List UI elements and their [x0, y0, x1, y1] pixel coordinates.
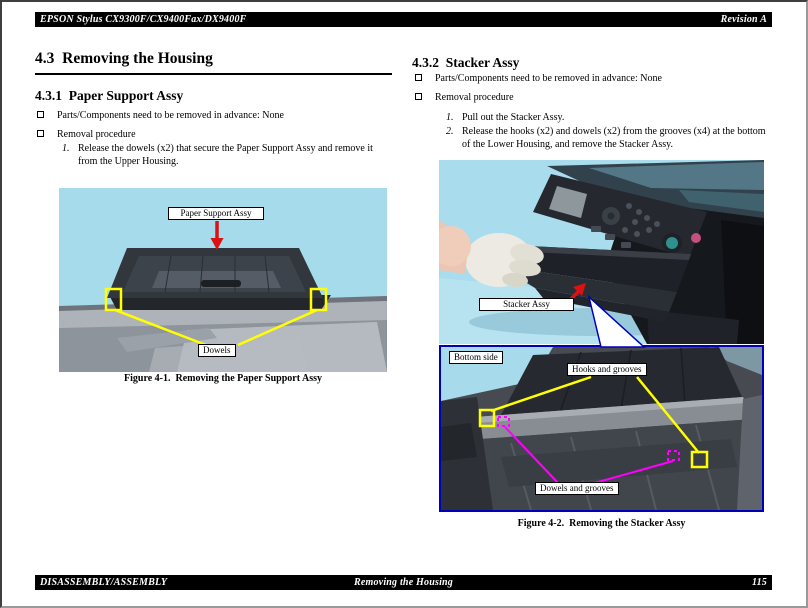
step-number: 2. — [446, 126, 454, 137]
step-text: Release the hooks (x2) and dowels (x2) f… — [462, 126, 766, 150]
callout-label-dowels: Dowels — [198, 344, 236, 358]
step-number: 1. — [446, 112, 454, 123]
callout-label-paper-support: Paper Support Assy — [168, 207, 264, 221]
procedure-step: 1. Pull out the Stacker Assy. — [446, 112, 774, 125]
checklist-label: Parts/Components need to be removed in a… — [57, 110, 284, 121]
figure-4-2-caption: Figure 4-2. Removing the Stacker Assy — [517, 518, 686, 529]
checkbox-icon — [37, 111, 44, 118]
callout-label-hooks-grooves: Hooks and grooves — [567, 363, 647, 377]
checklist-label: Removal procedure — [435, 92, 514, 103]
product-title: EPSON Stylus CX9300F/CX9400Fax/DX9400F — [40, 14, 247, 25]
footer-chapter-label: DISASSEMBLY/ASSEMBLY — [40, 577, 168, 588]
checklist-label: Parts/Components need to be removed in a… — [435, 73, 662, 84]
checklist-label: Removal procedure — [57, 129, 136, 140]
checklist-item: Removal procedure — [37, 129, 136, 140]
checkbox-icon — [415, 74, 422, 81]
callout-label-stacker-assy: Stacker Assy — [479, 298, 574, 312]
procedure-step: 1. Release the dowels (x2) that secure t… — [62, 143, 392, 168]
checkbox-icon — [415, 93, 422, 100]
figure-4-1-photo: Paper Support Assy Dowels — [59, 188, 387, 372]
page-footer-bar: DISASSEMBLY/ASSEMBLY Removing the Housin… — [35, 575, 772, 590]
subsection-heading-stacker: 4.3.2 Stacker Assy — [412, 55, 520, 70]
step-text: Release the dowels (x2) that secure the … — [78, 143, 373, 167]
footer-page-number: 115 — [751, 577, 767, 588]
page-header-bar: EPSON Stylus CX9300F/CX9400Fax/DX9400F R… — [35, 12, 772, 27]
callout-label-dowels-grooves: Dowels and grooves — [535, 482, 619, 496]
checklist-item: Removal procedure — [415, 92, 514, 103]
stacker-photo-art — [431, 160, 764, 344]
checklist-item: Parts/Components need to be removed in a… — [37, 110, 284, 121]
section-heading: 4.3 Removing the Housing — [35, 50, 392, 75]
step-number: 1. — [62, 143, 70, 154]
subsection-heading-paper-support: 4.3.1 Paper Support Assy — [35, 88, 184, 103]
stacker-pullout-photo: Stacker Assy — [431, 160, 764, 344]
procedure-step: 2. Release the hooks (x2) and dowels (x2… — [446, 126, 774, 151]
stacker-bottom-inset-photo: Bottom side Hooks and grooves Dowels and… — [439, 345, 764, 512]
figure-4-1-caption: Figure 4-1. Removing the Paper Support A… — [124, 373, 322, 384]
step-text: Pull out the Stacker Assy. — [462, 112, 565, 123]
figure-4-2-photo: Stacker Assy — [431, 160, 764, 513]
footer-section-label: Removing the Housing — [353, 577, 454, 588]
callout-label-bottom-side: Bottom side — [449, 351, 503, 365]
checklist-item: Parts/Components need to be removed in a… — [415, 73, 662, 84]
revision-label: Revision A — [720, 14, 767, 25]
checkbox-icon — [37, 130, 44, 137]
